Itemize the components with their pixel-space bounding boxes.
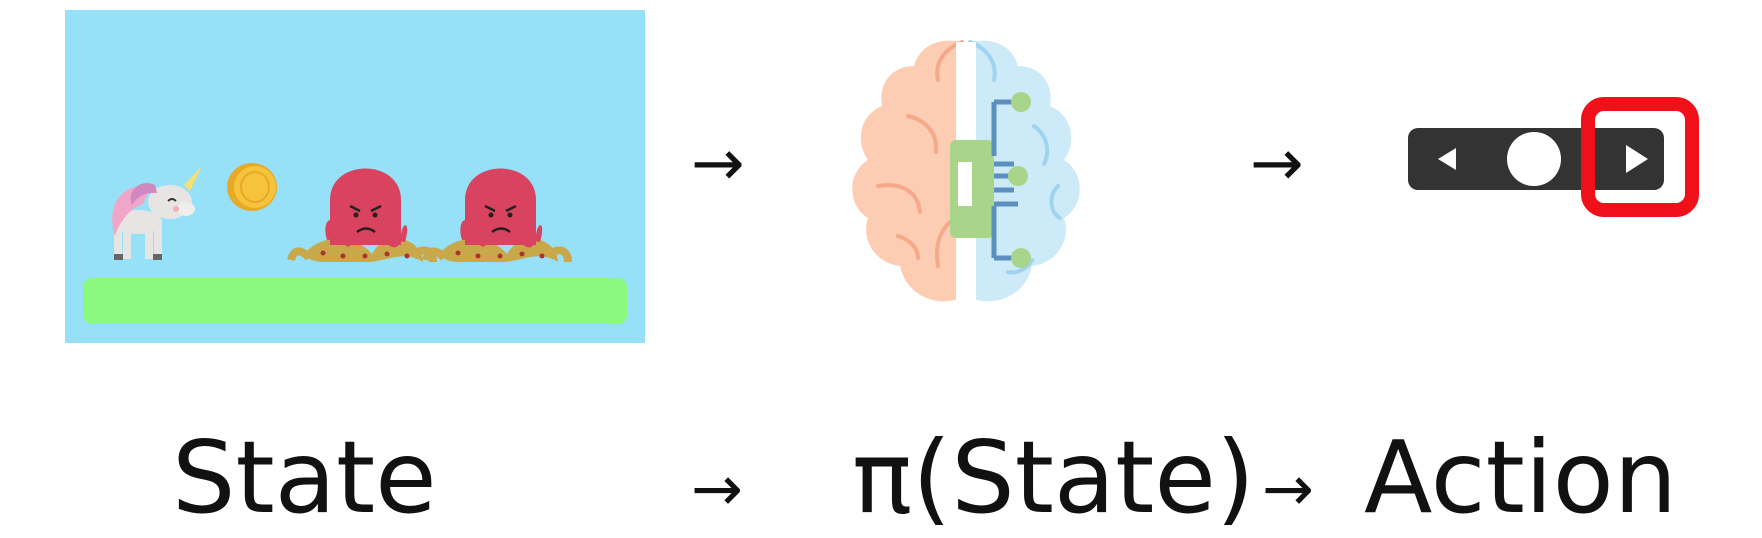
game-scene xyxy=(65,10,645,343)
policy-label: π(State) xyxy=(852,419,1255,536)
left-button-icon xyxy=(1438,148,1456,170)
coin-icon xyxy=(227,163,277,211)
center-button-icon xyxy=(1507,132,1561,186)
arrow-policy-to-action: → xyxy=(1262,452,1314,525)
arrow-state-to-policy: → xyxy=(691,452,743,525)
ground-platform xyxy=(83,278,627,324)
right-button-icon xyxy=(1626,145,1648,173)
brain-icon xyxy=(852,40,1080,302)
action-label: Action xyxy=(1364,419,1678,536)
state-label: State xyxy=(172,419,437,536)
arrow-state-to-brain: → xyxy=(691,127,745,201)
octopus-enemy-icon xyxy=(287,168,437,263)
action-highlight xyxy=(1581,97,1699,217)
controller-icon xyxy=(1408,97,1699,217)
octopus-enemy-icon xyxy=(422,168,572,263)
arrow-brain-to-controller: → xyxy=(1250,127,1304,201)
unicorn-icon xyxy=(112,166,202,260)
